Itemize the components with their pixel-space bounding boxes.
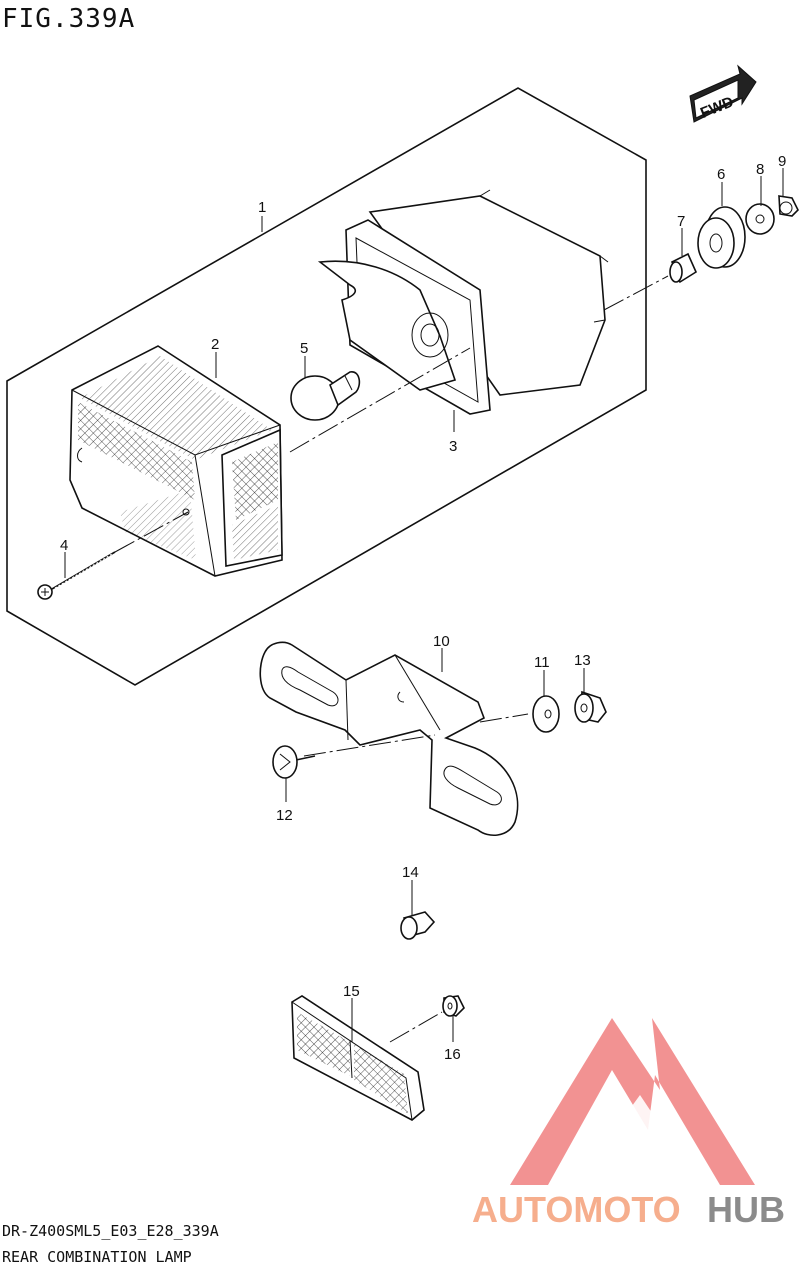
callout-11: 11 (534, 654, 550, 671)
lamp-housing (317, 189, 609, 415)
callout-6: 6 (717, 166, 725, 183)
reflector-part-15 (291, 995, 425, 1121)
callout-16: 16 (444, 1046, 461, 1063)
nut-part-16 (442, 995, 465, 1017)
screw-part-4 (37, 551, 116, 600)
callout-4: 4 (60, 537, 68, 554)
bulb-part-5 (290, 371, 361, 421)
fwd-arrow-icon: FWD (689, 64, 757, 123)
figure-caption: REAR COMBINATION LAMP (2, 1248, 192, 1266)
nut-part-9 (778, 195, 799, 217)
nut-part-13 (574, 690, 607, 723)
callout-12: 12 (276, 807, 293, 824)
washer-part-11 (532, 695, 560, 733)
model-code: DR-Z400SML5_E03_E28_339A (2, 1222, 219, 1240)
lamp-lens (69, 345, 283, 577)
callout-10: 10 (433, 633, 450, 650)
callout-3: 3 (449, 438, 457, 455)
cap-part-14 (400, 911, 436, 940)
leader-lines (64, 168, 784, 1042)
callout-13: 13 (574, 652, 591, 669)
figure-title: FIG.339A (2, 4, 136, 34)
logo-triangle-icon (510, 1018, 755, 1185)
callout-14: 14 (402, 864, 419, 881)
callout-9: 9 (778, 153, 786, 170)
logo-text-main: AUTOMOTO (472, 1189, 681, 1230)
logo-text-hub: HUB (707, 1189, 785, 1230)
callout-5: 5 (300, 340, 308, 357)
assembly-boundary (6, 87, 647, 686)
bolt-part-12 (272, 745, 316, 779)
callout-2: 2 (211, 336, 219, 353)
watermark-logo: AUTOMOTO HUB (472, 1018, 785, 1230)
callout-7: 7 (677, 213, 685, 230)
callout-15: 15 (343, 983, 360, 1000)
collar-part-7 (669, 252, 698, 284)
centre-lines (114, 275, 669, 1043)
bracket-part-10 (259, 641, 519, 837)
callout-numbers: 1 2 3 4 5 6 7 8 9 10 11 12 13 14 15 16 (60, 153, 786, 1063)
callout-8: 8 (756, 161, 764, 178)
callout-1: 1 (258, 199, 266, 216)
washer-part-8 (745, 203, 775, 235)
grommet-part-6 (697, 206, 746, 269)
